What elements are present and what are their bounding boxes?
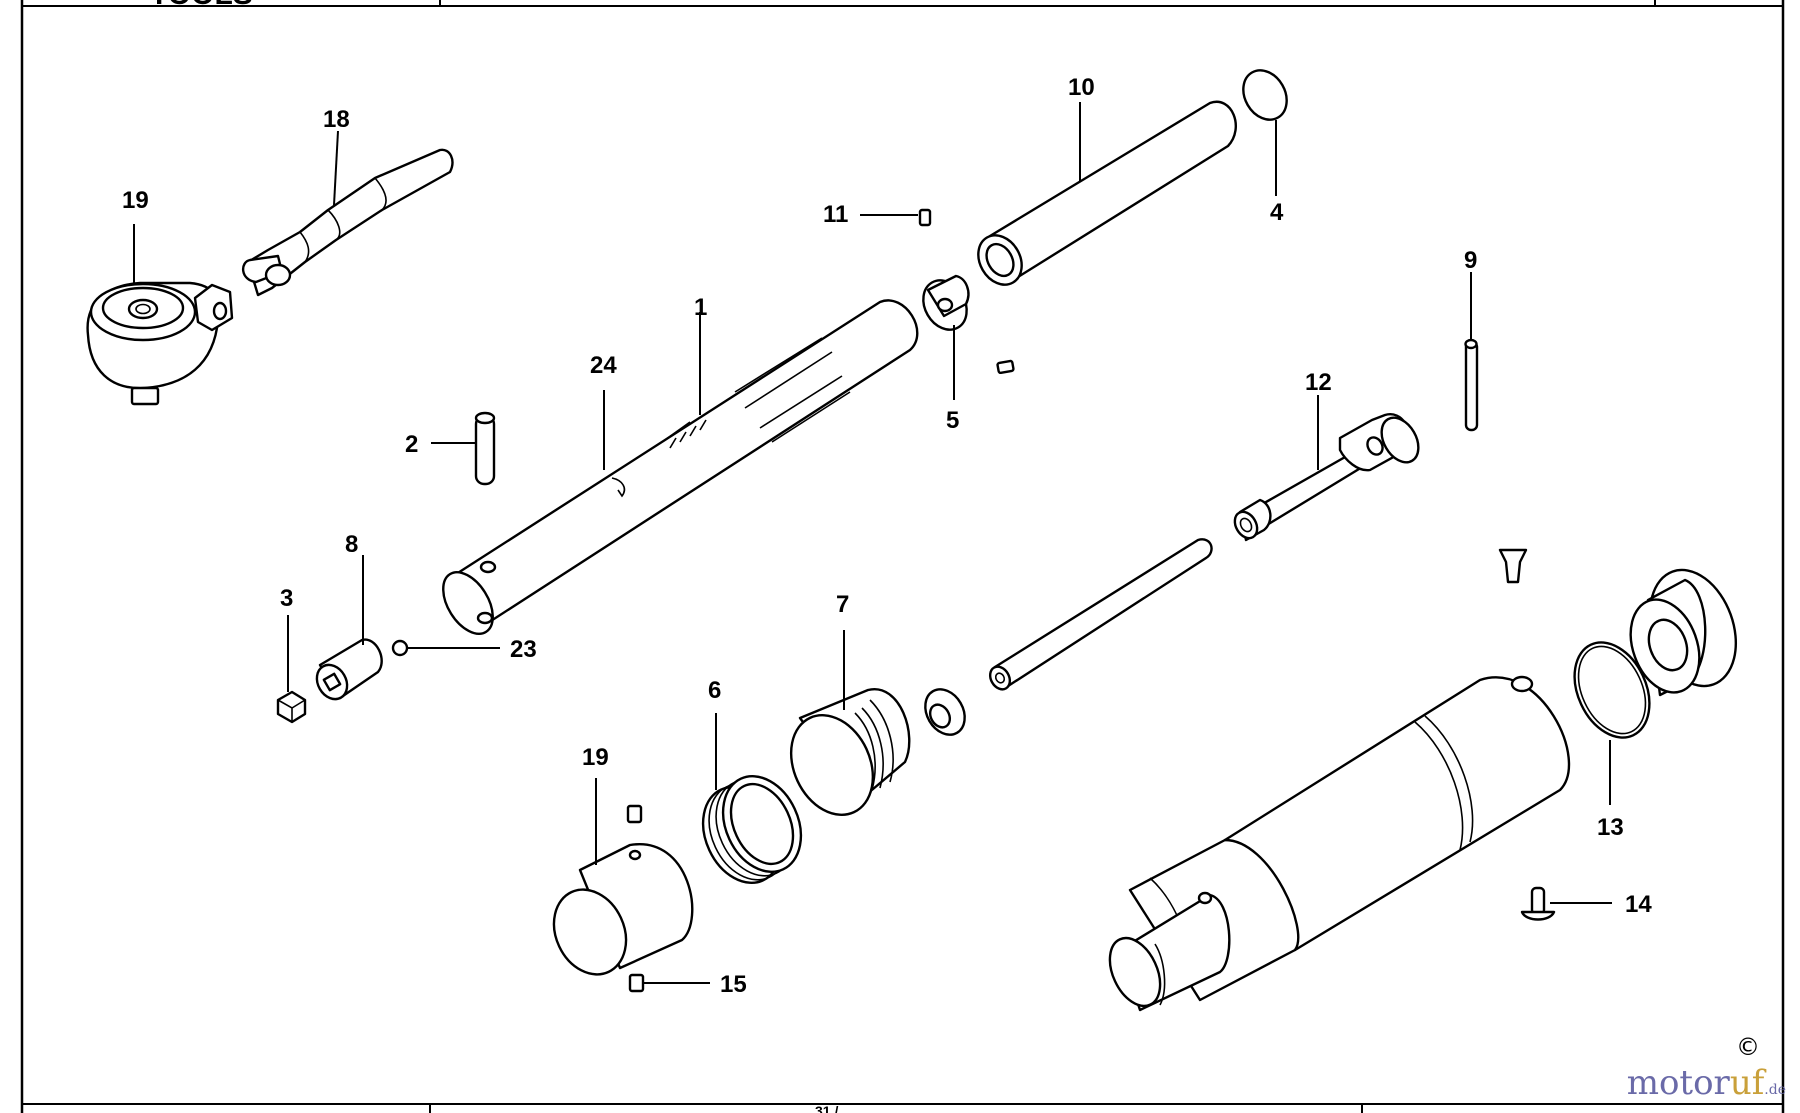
long-rod: [988, 538, 1213, 691]
part-18-extension: [242, 148, 454, 297]
watermark-brand-part2: uf: [1729, 1063, 1765, 1103]
part-15-small-cap: [628, 973, 645, 993]
part-9-pin: [1464, 338, 1479, 432]
header-title-fragment: TOOLS: [150, 0, 253, 11]
part-6-spring: [701, 774, 803, 885]
callout-2: 2: [405, 431, 418, 458]
part-3-cube: [276, 690, 307, 724]
callout-19-top: 19: [122, 187, 149, 214]
part-1-main-tube: [442, 299, 919, 635]
callout-7: 7: [836, 591, 849, 618]
housing-screw: [1498, 548, 1528, 584]
watermark-logo: motoruf.de: [1627, 1063, 1786, 1103]
part-23-ball: [391, 639, 409, 657]
main-housing: [1108, 675, 1571, 1012]
callout-10: 10: [1068, 74, 1095, 101]
part-12-shaft: [1233, 413, 1420, 542]
part-14-rivet: [1520, 886, 1556, 921]
part-10-upper-tube: [977, 100, 1237, 286]
callout-12: 12: [1305, 369, 1332, 396]
callout-3: 3: [280, 585, 293, 612]
callout-9: 9: [1464, 247, 1477, 274]
callout-18: 18: [323, 106, 350, 133]
small-cap-upper: [626, 804, 643, 824]
callout-14: 14: [1625, 891, 1652, 918]
callout-labels: 19 18 1 24 2 8 3 23 10 4 11 5 9 12 7 6 1…: [122, 74, 1652, 998]
copyright-symbol: ©: [1736, 1033, 1760, 1061]
part-5-spool: [922, 274, 970, 331]
callout-19-bottom: 19: [582, 744, 609, 771]
callout-5: 5: [946, 407, 959, 434]
callout-11: 11: [823, 201, 848, 228]
part-19-ratchet-head: [86, 281, 234, 406]
callout-1: 1: [694, 294, 707, 321]
callout-8: 8: [345, 531, 358, 558]
spacer-ring: [924, 688, 966, 736]
callout-13: 13: [1597, 814, 1624, 841]
callout-24: 24: [590, 352, 617, 379]
part-4-disc: [1242, 69, 1288, 121]
callout-23: 23: [510, 636, 537, 663]
callout-4: 4: [1270, 199, 1284, 226]
part-13-o-ring: [1573, 641, 1651, 739]
callout-6: 6: [708, 677, 721, 704]
small-loose-pin: [996, 359, 1015, 375]
part-7-cylinder: [789, 688, 911, 816]
page-border: [20, 0, 1785, 1113]
watermark-tld: .de: [1764, 1082, 1786, 1098]
leader-lines: [133, 102, 1612, 984]
footer-fragment: 31 /: [815, 1103, 838, 1113]
part-19-cone: [552, 843, 694, 976]
end-cap: [1629, 568, 1738, 697]
watermark-brand-part1: motor: [1626, 1063, 1730, 1103]
part-2-sleeve: [474, 411, 496, 486]
part-11-small-pin: [918, 208, 932, 227]
callout-15: 15: [720, 971, 747, 998]
part-8-socket: [315, 638, 383, 701]
